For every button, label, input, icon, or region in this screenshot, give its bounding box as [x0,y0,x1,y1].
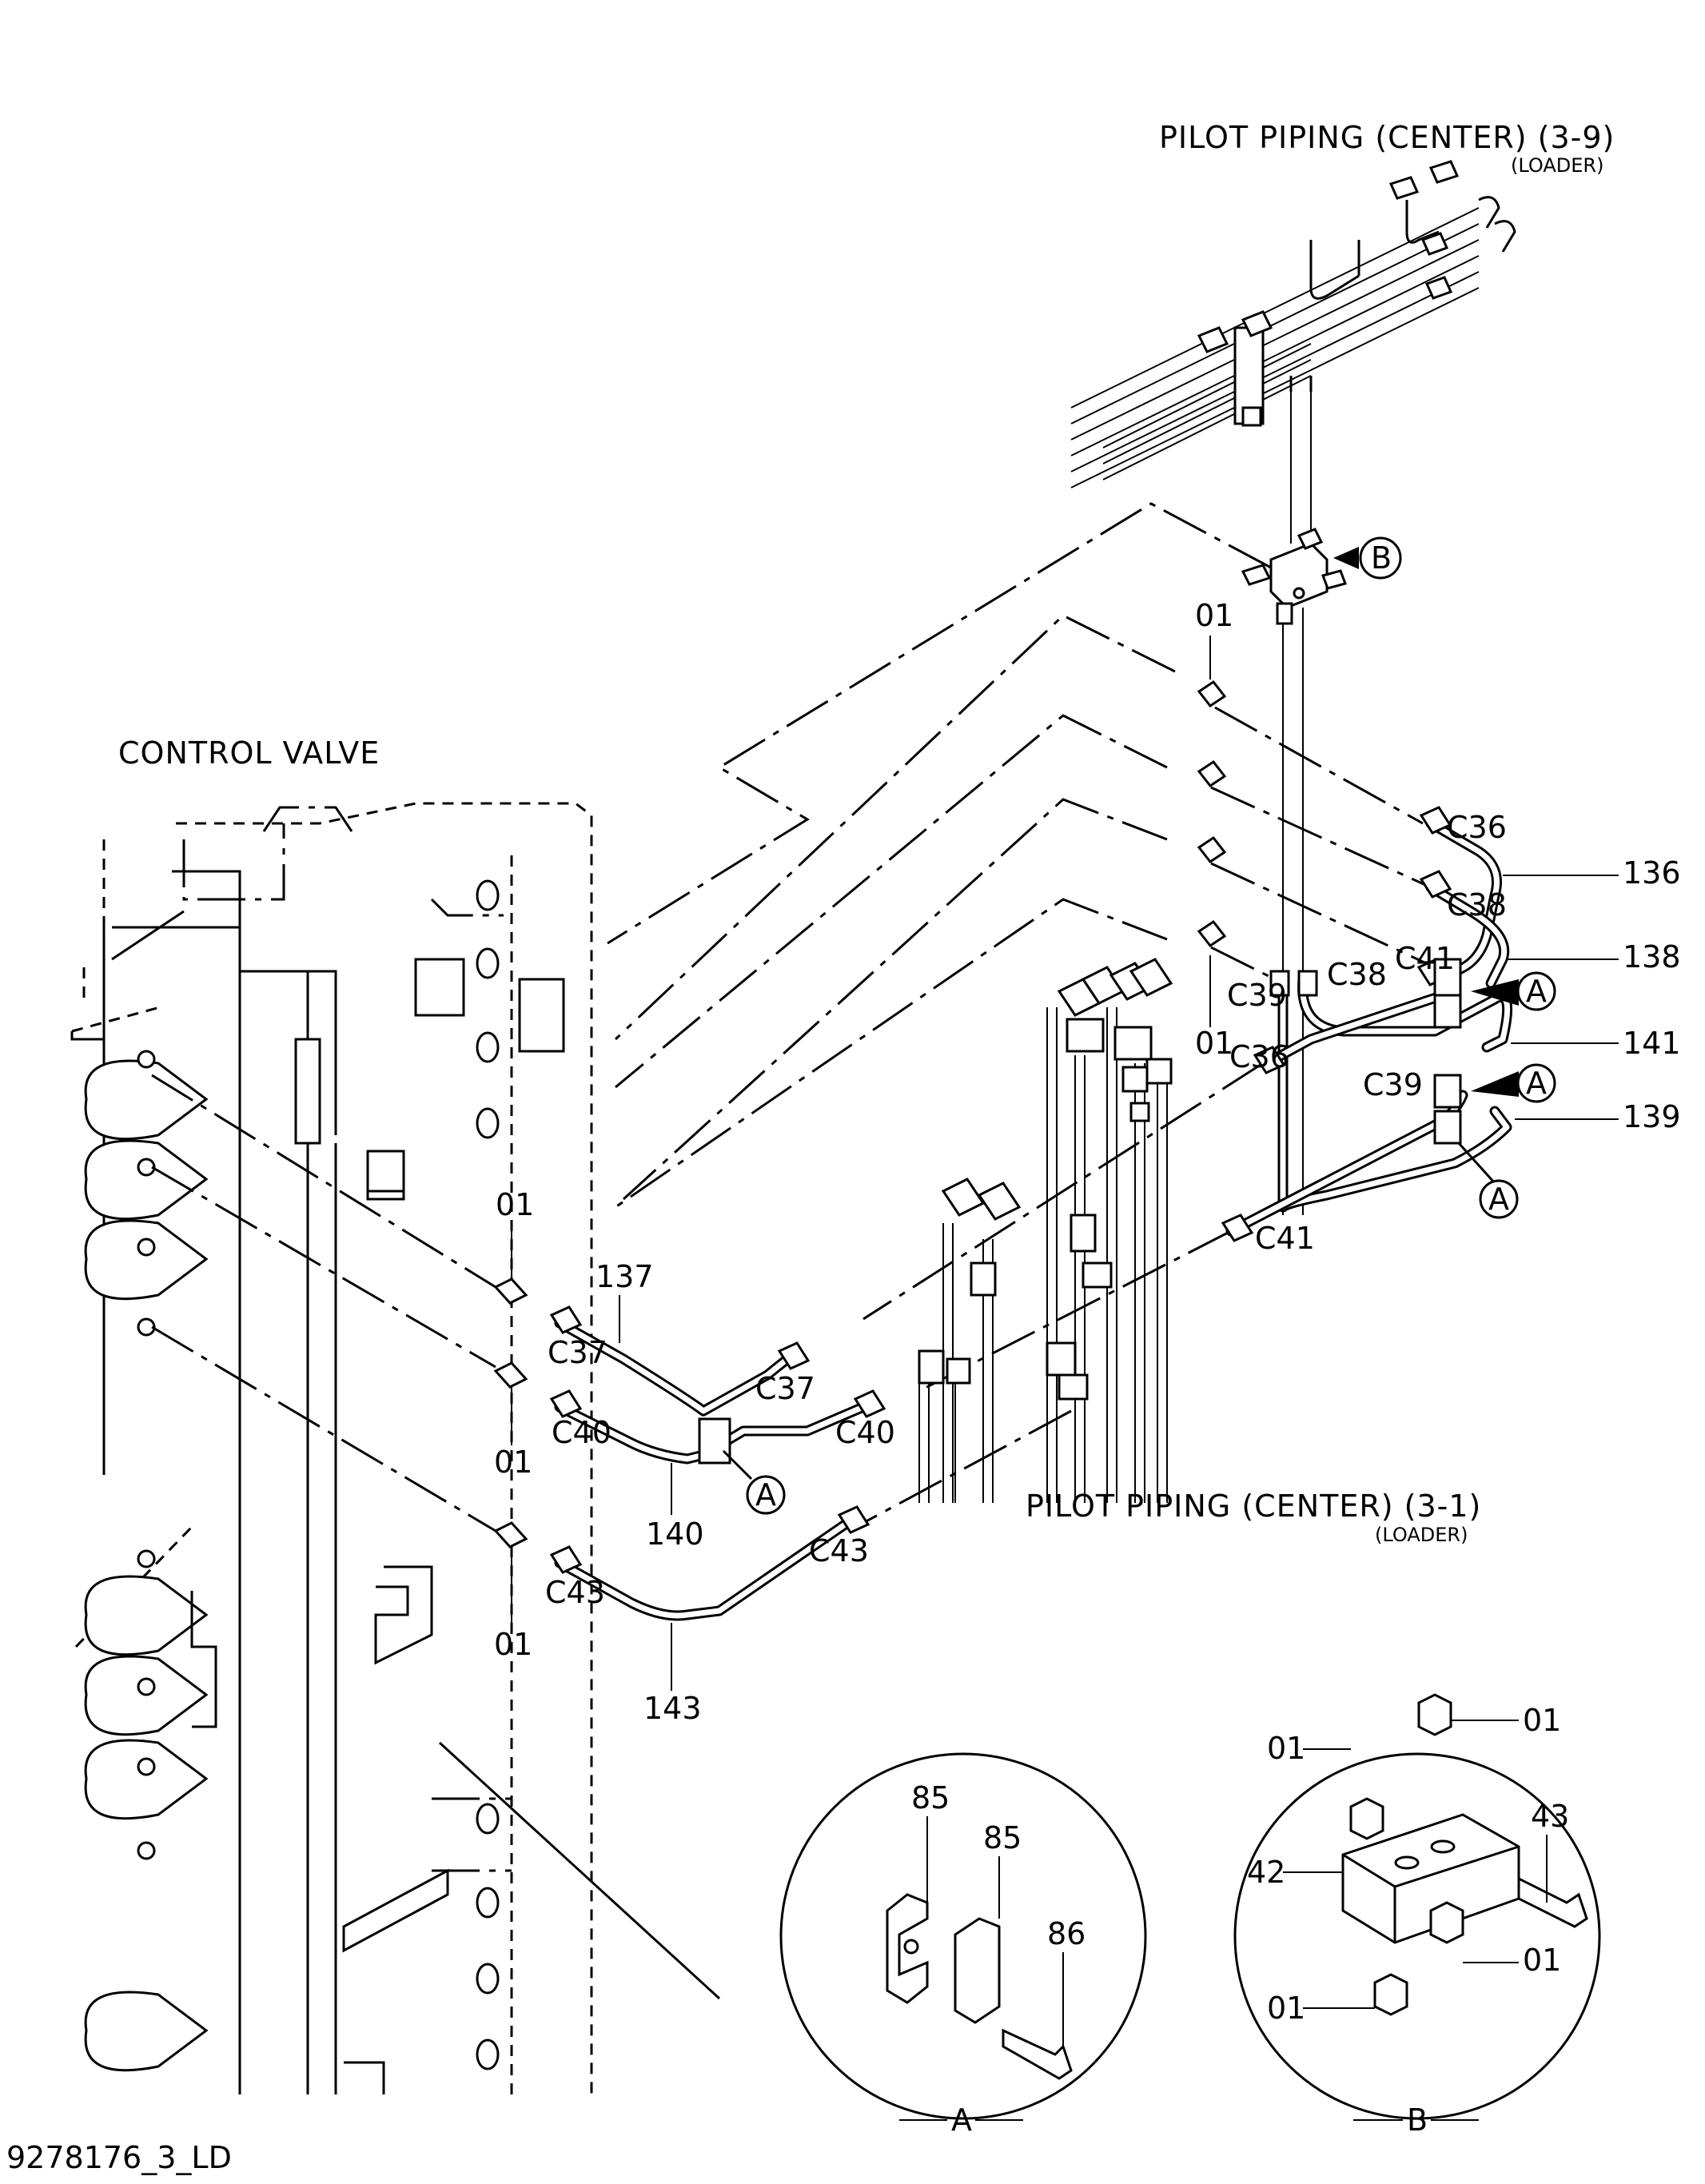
connectors-01-top [1197,680,1227,948]
vertical-pilot-pipe [1282,392,1312,1215]
label-136: 136 [1623,855,1681,891]
callout-a-2: A [1471,1063,1556,1103]
pilot-piping-mid [918,958,1173,1503]
detail-b-title: B [1407,2102,1428,2138]
label-01-valve-3: 01 [494,1627,532,1662]
labels-main: 01 01 01 01 01 C36 C38 C41 C38 C39 C39 C… [494,598,1681,1726]
label-139: 139 [1623,1099,1681,1134]
pipe-143 [554,1517,853,1621]
callout-a-3: A [1457,1142,1519,1219]
label-c37-b: C37 [755,1371,815,1406]
detail-b-label-01-d: 01 [1267,1991,1305,2026]
pipe-136 [1425,818,1502,977]
subtitle-mid: (LOADER) [1375,1524,1468,1546]
subtitle-top: (LOADER) [1511,154,1603,177]
svg-text:A: A [1526,974,1547,1009]
stud-fittings [476,879,500,2070]
label-c41-b: C41 [1255,1221,1315,1256]
connectors-01-valve [493,1277,528,1548]
label-140: 140 [646,1516,704,1552]
detail-a-label-85-b: 85 [983,1820,1022,1855]
label-141: 141 [1623,1026,1681,1061]
pipe-c41-run [1225,1090,1468,1237]
label-c38-a: C38 [1447,887,1507,923]
detail-b-label-42: 42 [1247,1855,1285,1890]
label-c39-a: C39 [1227,978,1287,1013]
pipe-nuts [549,806,1452,1574]
control-valve-label: CONTROL VALVE [118,735,380,771]
label-137: 137 [596,1259,654,1294]
svg-text:B: B [1371,540,1392,576]
detail-b-label-43: 43 [1531,1799,1569,1834]
dash-dot-leaders [151,502,1436,1532]
label-01-valve-1: 01 [496,1187,534,1222]
detail-b-label-01-b: 01 [1523,1703,1561,1738]
label-c40-b: C40 [835,1415,895,1450]
detail-b-label-01-a: 01 [1267,1731,1305,1766]
label-01-top: 01 [1195,598,1233,633]
callout-a-1: A [1471,971,1556,1011]
label-143: 143 [643,1691,702,1726]
detail-a: 85 85 86 A [779,1752,1147,2138]
svg-text:A: A [1526,1066,1547,1101]
label-01-valve-2: 01 [494,1445,532,1480]
label-01-mid: 01 [1195,1026,1233,1061]
tee-block-b [1241,528,1347,625]
label-138: 138 [1623,939,1681,974]
callout-a-4: A [722,1449,786,1515]
detail-a-label-85-a: 85 [911,1780,950,1815]
label-c40-a: C40 [552,1415,611,1450]
label-c39-b: C39 [1363,1067,1423,1102]
pipe-137 [554,1317,793,1417]
label-c43-b: C43 [809,1533,869,1568]
label-c37-a: C37 [548,1335,608,1370]
callout-b-top: B [1333,536,1402,580]
pipe-141 [1297,974,1513,1053]
pipe-138 [1425,882,1510,989]
label-c36-a: C36 [1447,810,1507,845]
title-top: PILOT PIPING (CENTER) (3-9) [1159,120,1615,155]
svg-text:A: A [1488,1182,1509,1217]
svg-text:A: A [755,1477,776,1512]
spool-caps [84,1050,209,2072]
pilot-piping-top [1070,160,1516,488]
label-c43-a: C43 [545,1575,605,1610]
label-c38-b: C38 [1327,957,1387,992]
clamps [698,958,1462,1465]
detail-a-title: A [951,2102,972,2138]
drawing-id: 9278176_3_LD [6,2140,232,2175]
label-c36-b: C36 [1229,1039,1289,1074]
detail-a-label-86: 86 [1047,1916,1086,1951]
control-valve [70,802,721,2094]
label-c41-a: C41 [1395,941,1455,976]
detail-b-label-01-c: 01 [1523,1943,1561,1978]
title-mid: PILOT PIPING (CENTER) (3-1) [1026,1489,1481,1524]
detail-b: 01 01 42 43 01 01 B [1233,1693,1601,2138]
